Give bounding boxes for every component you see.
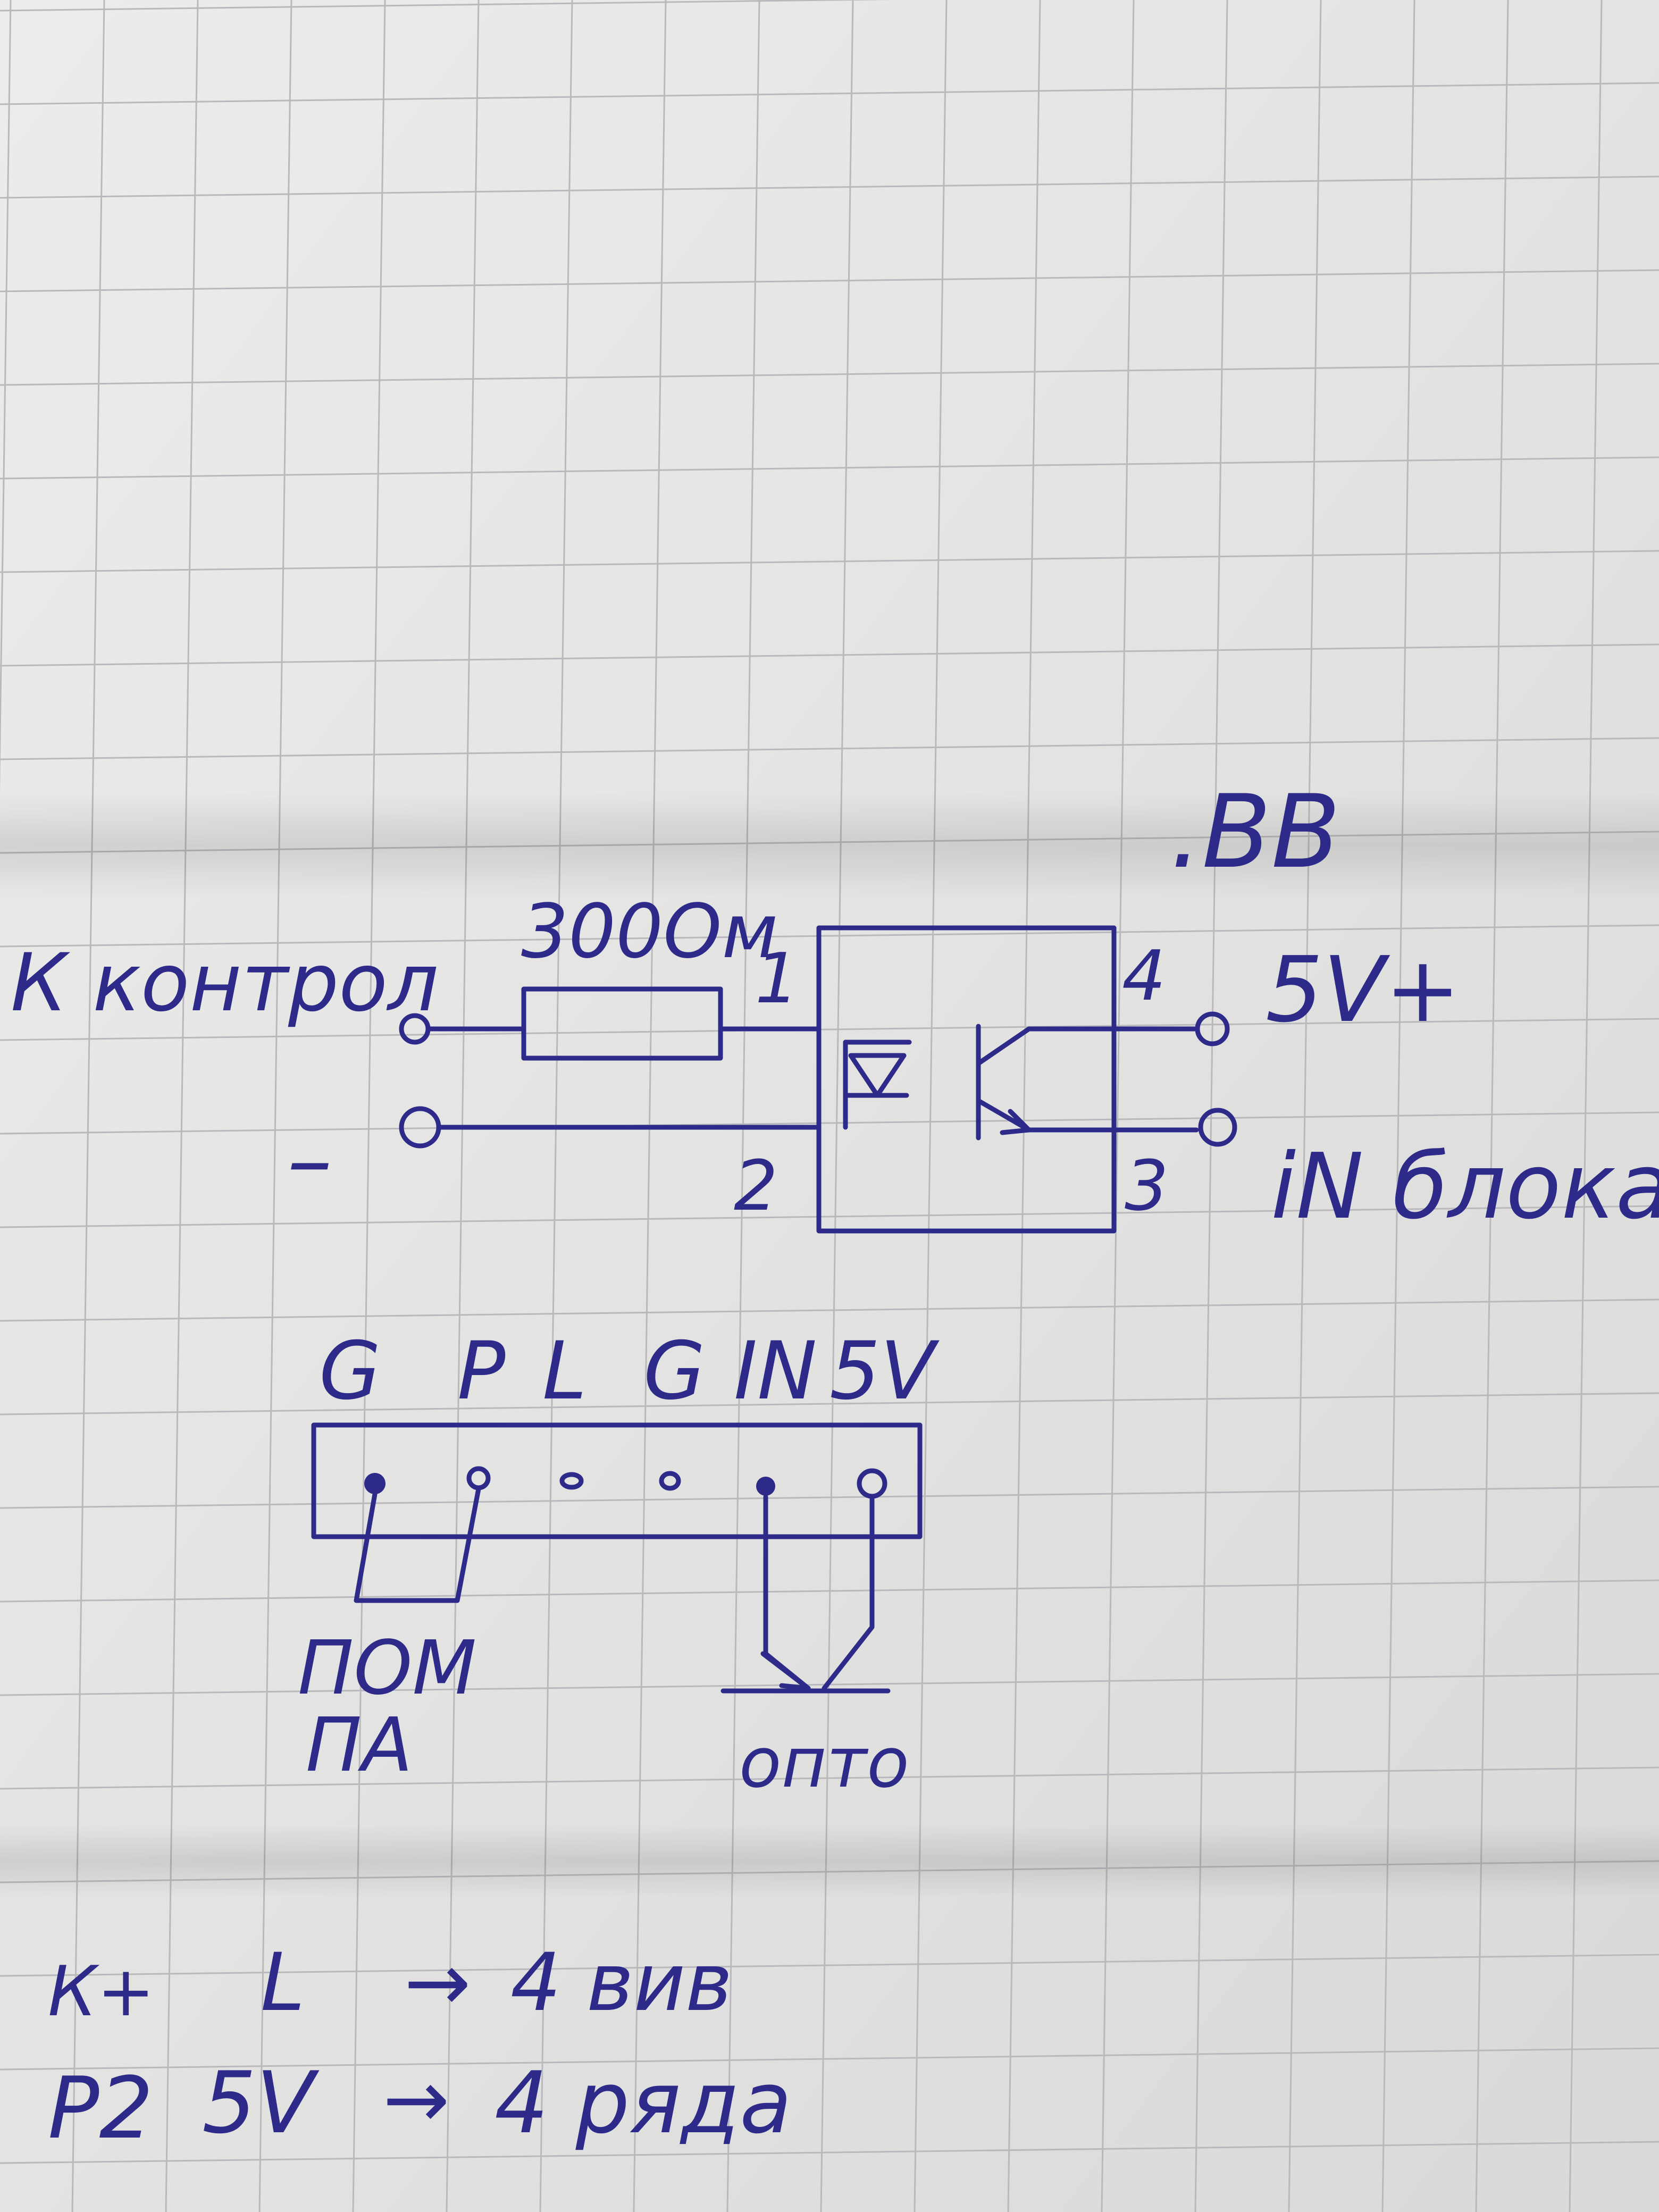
right-top-label: 5V+	[1266, 937, 1461, 1043]
connector-diagram: G P L G IN 5V ПОМ ПА опто	[298, 1325, 940, 1803]
grid-line-horizontal	[0, 1579, 1659, 1603]
optocoupler-schematic: .BB К контрол 300Ом – 1 2 3 4	[11, 773, 1659, 1239]
led-icon	[843, 1040, 912, 1130]
grid-line-horizontal	[0, 269, 1659, 292]
note-2-right: 4 ряда	[495, 2053, 792, 2152]
connector-body	[311, 1422, 923, 1539]
grid-line-horizontal	[0, 1766, 1659, 1790]
note-1-arrow: →	[404, 1937, 471, 2029]
connector-pin-1	[364, 1473, 386, 1494]
grid-line-horizontal	[0, 1954, 1659, 1977]
grid-line-horizontal	[0, 82, 1659, 105]
jumper-label-line2: ПА	[306, 1702, 413, 1789]
grid-line-horizontal	[0, 1486, 1659, 1509]
output-terminal-top	[1195, 1011, 1230, 1046]
connector-pin-5	[756, 1477, 775, 1496]
left-label: К контрол	[11, 937, 439, 1029]
opto-transistor-icon	[720, 1494, 891, 1694]
output-terminal-bottom	[1198, 1108, 1237, 1147]
note-1-mid: L	[261, 1937, 305, 2029]
pin-3-label: 3	[1125, 1145, 1169, 1226]
phototransistor-icon	[976, 1024, 1117, 1141]
grid-line-horizontal	[0, 1018, 1659, 1041]
note-2-left: Р2	[48, 2058, 153, 2158]
grid-line-horizontal	[0, 1392, 1659, 1415]
pin-4-label: 4	[1122, 935, 1166, 1016]
grid-line-horizontal	[0, 2047, 1659, 2071]
note-2-arrow: →	[383, 2054, 450, 2146]
minus-label: –	[287, 1108, 332, 1213]
jumper-label-line1: ПОМ	[298, 1625, 476, 1712]
connector-pin-label-2: P	[457, 1325, 506, 1418]
grid-line-horizontal	[0, 1298, 1659, 1322]
grid-line-horizontal	[0, 456, 1659, 480]
grid-line-horizontal	[0, 363, 1659, 386]
notes: К+ L → 4 вив Р2 5V → 4 ряда	[48, 1937, 792, 2158]
connector-pin-label-6: 5V	[830, 1325, 940, 1418]
connector-pin-label-3: L	[542, 1325, 587, 1418]
grid-line-horizontal	[0, 2141, 1659, 2164]
resistor-symbol	[521, 986, 723, 1061]
connector-pin-label-5: IN	[734, 1325, 817, 1418]
grid-line-horizontal	[0, 0, 892, 12]
grid-line-horizontal	[0, 1205, 1659, 1228]
pin-2-label: 2	[734, 1145, 778, 1226]
grid-line-horizontal	[0, 643, 1659, 667]
connector-pin-label-4: G	[643, 1325, 705, 1418]
note-1-right: 4 вив	[510, 1937, 732, 2029]
grid-line-vertical	[0, 0, 12, 793]
connector-pin-3	[559, 1472, 584, 1490]
resistor-label: 300Ом	[521, 889, 778, 975]
right-bottom-label: iN блока	[1271, 1134, 1659, 1239]
grid-line-horizontal	[0, 550, 1659, 573]
jumper-wire	[354, 1486, 481, 1603]
title-bb: .BB	[1170, 773, 1340, 891]
note-2-mid: 5V	[202, 2053, 320, 2152]
paper-fold-shadow-lower	[0, 1824, 1659, 1898]
pin-1-label: 1	[755, 938, 799, 1019]
note-1-left: К+	[48, 1951, 155, 2032]
connector-pin-4	[659, 1471, 681, 1491]
opto-label: опто	[739, 1722, 909, 1803]
paper-fold-shadow	[0, 792, 1659, 899]
grid-line-horizontal	[0, 924, 1659, 948]
grid-line-horizontal	[0, 175, 1659, 199]
grid-line-horizontal	[0, 737, 1659, 760]
connector-pin-label-1: G	[319, 1325, 381, 1418]
grid-line-horizontal	[0, 1111, 1659, 1135]
optocoupler-body	[816, 925, 1117, 1234]
